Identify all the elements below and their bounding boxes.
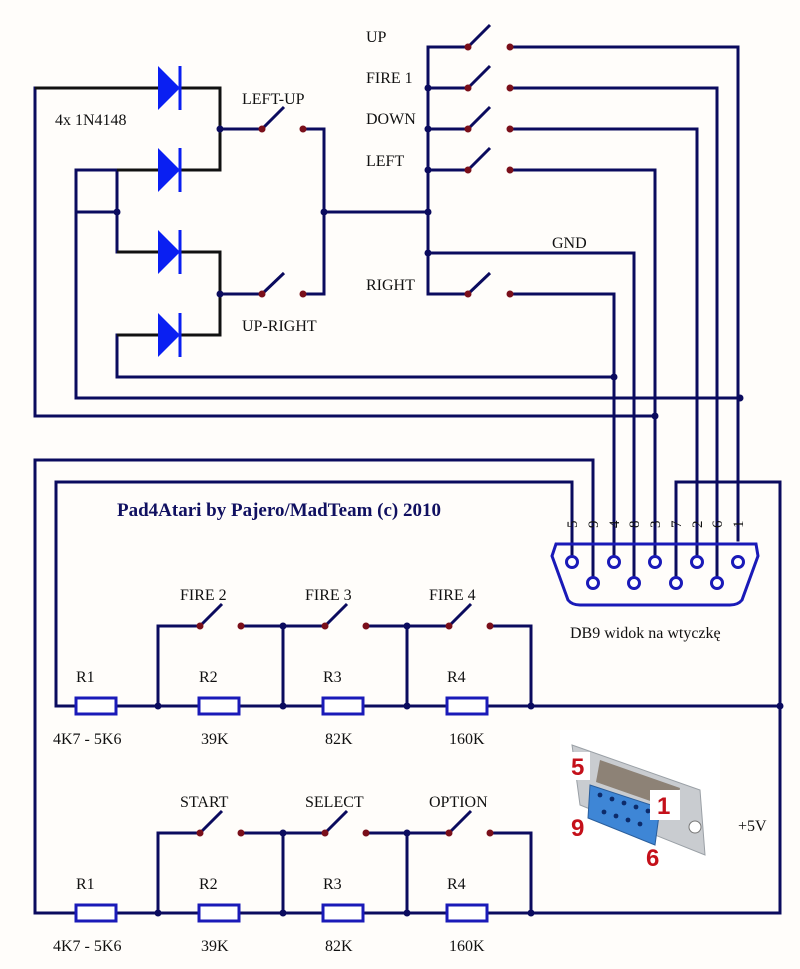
resistor-value: 39K: [201, 731, 229, 748]
switch-label-left: LEFT: [366, 153, 404, 170]
db9-pin-hole: [690, 555, 704, 569]
db9-pin-hole: [710, 576, 724, 590]
switch-label: FIRE 4: [429, 587, 476, 604]
wire-diode4-loop: [115, 333, 616, 379]
resistor-r2: [197, 696, 241, 716]
db9-pin-label: 2: [690, 521, 706, 529]
db9-pin-hole: [731, 555, 745, 569]
diagram-title: Pad4Atari by Pajero/MadTeam (c) 2010: [117, 500, 441, 521]
photo-pin1-label: 1: [657, 793, 670, 820]
resistor-value: 160K: [449, 731, 485, 748]
db9-pin-hole: [669, 576, 683, 590]
resistor-r1: [74, 696, 118, 716]
db9-pin-label: 4: [607, 520, 623, 528]
wire-5v: [674, 480, 782, 915]
switch-wire: [281, 624, 409, 708]
resistor-name: R2: [199, 669, 218, 686]
switch-right: RIGHT: [366, 251, 616, 562]
photo-pin6-label: 6: [646, 845, 659, 872]
switch-label: START: [180, 794, 229, 811]
resistor-r4: [445, 696, 489, 716]
db9-pin-hole: [648, 555, 662, 569]
resistor-value: 82K: [325, 938, 353, 955]
resistor-r3: [321, 903, 365, 923]
resistor-value: 82K: [325, 731, 353, 748]
resistor-r2: [197, 903, 241, 923]
diode-1: [158, 66, 182, 110]
db9-pin-hole: [565, 555, 579, 569]
switch-label-up-right: UP-RIGHT: [242, 318, 317, 335]
wire-diode2-loop: [74, 168, 742, 400]
wire-pin5: [54, 480, 574, 562]
diode-2: [158, 148, 182, 192]
resistor-ladder-console-keys: R1 4K7 - 5K6 R2 39K R3 82K R4 160K START SELECT OP…: [33, 794, 782, 955]
diode-4: [158, 313, 182, 357]
resistor-r1: [74, 903, 118, 923]
db9-pin-label: 9: [586, 521, 602, 529]
switch-wire: [405, 624, 533, 708]
switch-label-left-up: LEFT-UP: [242, 91, 305, 108]
db9-pin-label: 5: [565, 521, 581, 529]
resistor-r4: [445, 903, 489, 923]
switch-label-up: UP: [366, 29, 387, 46]
diode-label: 4x 1N4148: [55, 112, 127, 129]
resistor-name: R3: [323, 669, 342, 686]
db9-pin-label: 3: [648, 521, 664, 529]
db9-pin-label: 8: [627, 521, 643, 529]
db9-pin-label: 7: [669, 520, 685, 528]
resistor-value: 160K: [449, 938, 485, 955]
resistor-value: 39K: [201, 938, 229, 955]
gnd-wire: GND: [426, 235, 636, 582]
photo-pin9-label: 9: [571, 815, 584, 842]
switch-label: FIRE 3: [305, 587, 352, 604]
db9-pin-hole: [586, 576, 600, 590]
switch-left-up: LEFT-UP: [218, 91, 326, 296]
resistor-name: R2: [199, 876, 218, 893]
db9-caption: DB9 widok na wtyczkę: [570, 625, 721, 642]
switch-up-right: UP-RIGHT: [218, 271, 317, 335]
resistor-ladder-fire: R1 4K7 - 5K6 R2 39K R3 82K R4 160K FIRE 2 FIRE 3 F…: [53, 587, 782, 748]
switch-left: LEFT: [366, 146, 657, 562]
db9-photo: 5 1 9 6: [560, 730, 720, 872]
switch-label: FIRE 2: [180, 587, 227, 604]
diode-network: 4x 1N4148: [33, 66, 742, 418]
db9-pin-hole: [607, 555, 621, 569]
wire-diode1-loop: [33, 86, 657, 418]
switch-label-right: RIGHT: [366, 277, 415, 294]
vcc-label: +5V: [738, 818, 767, 835]
switch-wire: [281, 831, 409, 915]
wire-pin9: [33, 458, 595, 582]
switch-label: SELECT: [305, 794, 364, 811]
resistor-name: R3: [323, 876, 342, 893]
resistor-name: R1: [76, 876, 95, 893]
switch-wire: [156, 831, 285, 915]
db9-pin-label: 1: [731, 521, 747, 529]
switch-label-fire1: FIRE 1: [366, 70, 413, 87]
gnd-label: GND: [552, 235, 587, 252]
switch-up: UP: [366, 23, 740, 542]
resistor-value: 4K7 - 5K6: [53, 731, 121, 748]
resistor-value: 4K7 - 5K6: [53, 938, 121, 955]
photo-pin5-label: 5: [571, 754, 584, 781]
switch-label-down: DOWN: [366, 111, 416, 128]
switch-wire: [156, 624, 285, 708]
resistor-name: R4: [447, 876, 466, 893]
wire-diode-junction: [74, 168, 119, 254]
db9-shell: [550, 542, 760, 607]
resistor-r3: [321, 696, 365, 716]
switch-fire1: FIRE 1: [366, 64, 719, 582]
switch-down: DOWN: [366, 105, 699, 562]
db9-pin-label: 6: [710, 520, 726, 528]
db9-pin-hole: [627, 576, 641, 590]
resistor-name: R4: [447, 669, 466, 686]
switch-label: OPTION: [429, 794, 488, 811]
switch-wire: [405, 831, 533, 915]
resistor-name: R1: [76, 669, 95, 686]
diode-3: [158, 230, 182, 274]
